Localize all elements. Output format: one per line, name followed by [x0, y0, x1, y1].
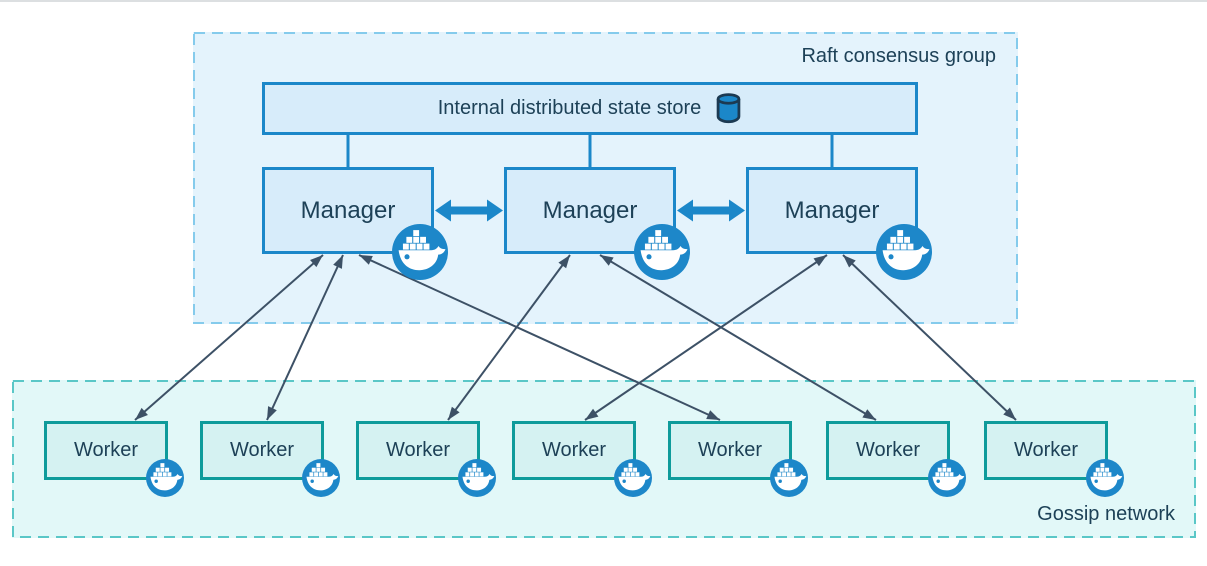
- worker-label: Worker: [1013, 439, 1079, 461]
- docker-whale-icon: [458, 459, 496, 497]
- manager-label: Manager: [542, 196, 638, 224]
- docker-whale-icon: [614, 459, 652, 497]
- worker-label: Worker: [73, 439, 139, 461]
- docker-whale-icon: [1086, 459, 1124, 497]
- state-store-label: Internal distributed state store: [437, 97, 702, 119]
- manager-label: Manager: [784, 196, 880, 224]
- worker-label: Worker: [697, 439, 763, 461]
- docker-whale-icon: [458, 459, 496, 497]
- docker-whale-icon: [770, 459, 808, 497]
- state-store-box: Internal distributed state store: [262, 82, 918, 135]
- database-icon: [716, 93, 741, 124]
- worker-node-1: Worker: [44, 421, 184, 497]
- docker-whale-icon: [1086, 459, 1124, 497]
- worker-node-5: Worker: [668, 421, 808, 497]
- docker-whale-icon: [928, 459, 966, 497]
- worker-label: Worker: [229, 439, 295, 461]
- worker-label: Worker: [855, 439, 921, 461]
- docker-whale-icon: [146, 459, 184, 497]
- raft-group-label: Raft consensus group: [801, 45, 996, 67]
- docker-whale-icon: [928, 459, 966, 497]
- gossip-group-label: Gossip network: [1037, 503, 1175, 525]
- docker-whale-icon: [392, 224, 448, 280]
- docker-whale-icon: [302, 459, 340, 497]
- worker-node-6: Worker: [826, 421, 966, 497]
- docker-whale-icon: [302, 459, 340, 497]
- worker-node-2: Worker: [200, 421, 340, 497]
- docker-whale-icon: [876, 224, 932, 280]
- docker-whale-icon: [634, 224, 690, 280]
- worker-label: Worker: [385, 439, 451, 461]
- worker-node-4: Worker: [512, 421, 652, 497]
- docker-whale-icon: [146, 459, 184, 497]
- docker-whale-icon: [634, 224, 690, 280]
- manager-node-3: Manager: [746, 167, 932, 280]
- docker-whale-icon: [614, 459, 652, 497]
- manager-node-2: Manager: [504, 167, 690, 280]
- manager-label: Manager: [300, 196, 396, 224]
- worker-node-7: Worker: [984, 421, 1124, 497]
- docker-whale-icon: [770, 459, 808, 497]
- worker-node-3: Worker: [356, 421, 496, 497]
- docker-whale-icon: [876, 224, 932, 280]
- manager-node-1: Manager: [262, 167, 448, 280]
- docker-whale-icon: [392, 224, 448, 280]
- worker-label: Worker: [541, 439, 607, 461]
